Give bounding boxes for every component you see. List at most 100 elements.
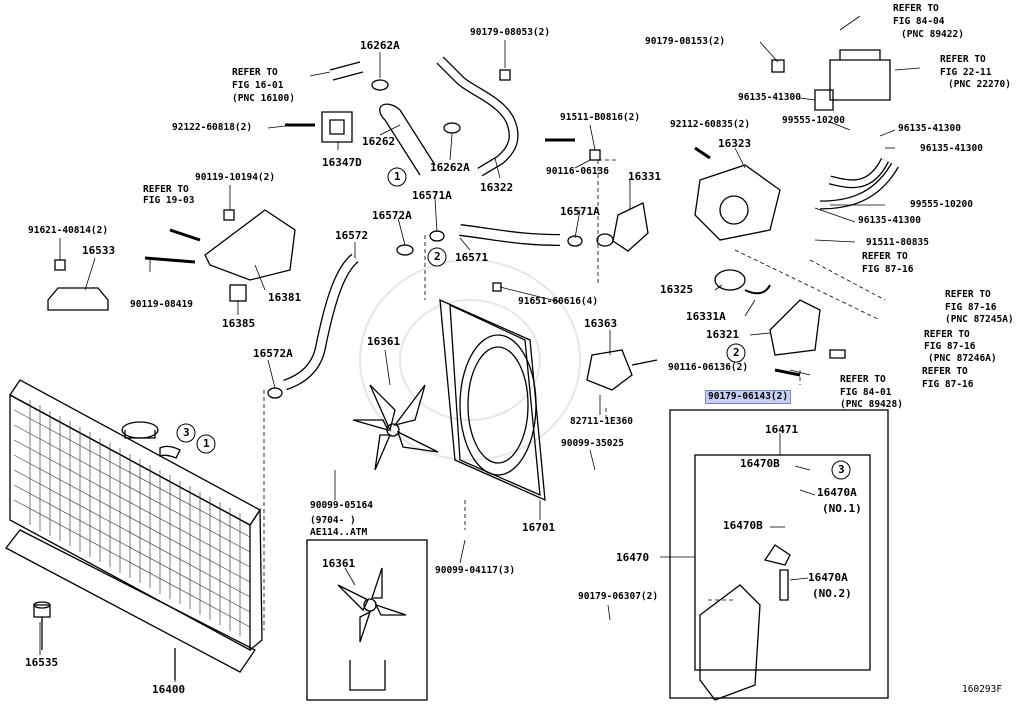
inset-fan-drawing [337, 567, 407, 691]
bolts-drawing [54, 59, 801, 377]
part-label-16701[interactable]: 16701 [522, 521, 556, 534]
note-model-year: (9704- ) [310, 515, 356, 526]
refer-22-11-line2: FIG 22-11 [940, 67, 992, 78]
refer-87-16-b-line2: FIG 87-16 [945, 302, 997, 313]
refer-84-01-line3: (PNC 89428) [840, 399, 903, 410]
part-label-16470a-b[interactable]: 16470A [808, 571, 848, 584]
part-label-99555-10200-b[interactable]: 99555-10200 [910, 199, 973, 210]
part-label-16325[interactable]: 16325 [660, 283, 694, 296]
part-label-96135-41300-c[interactable]: 96135-41300 [920, 143, 983, 154]
refer-87-16-b-line3: (PNC 87245A) [945, 314, 1014, 325]
part-label-16262[interactable]: 16262 [362, 135, 396, 148]
part-label-16470a-a[interactable]: 16470A [817, 486, 857, 499]
part-label-16470a-b-note: (NO.2) [812, 587, 852, 600]
part-label-92112-60835[interactable]: 92112-60835(2) [670, 119, 751, 130]
refer-84-04-line1: REFER TO [893, 3, 939, 14]
part-label-16572a-b[interactable]: 16572A [253, 347, 293, 360]
cushion-drawing [229, 284, 247, 302]
part-label-16323[interactable]: 16323 [718, 137, 752, 150]
part-label-16385[interactable]: 16385 [222, 317, 256, 330]
part-label-96135-41300-a[interactable]: 96135-41300 [738, 92, 801, 103]
part-label-16571a-a[interactable]: 16571A [412, 189, 452, 202]
refer-84-04-line3: (PNC 89422) [901, 29, 964, 40]
part-label-16347d[interactable]: 16347D [322, 156, 362, 169]
callout-1-a: 1 [394, 170, 401, 183]
leader-lines [39, 15, 921, 682]
part-label-16470b-a[interactable]: 16470B [740, 457, 780, 470]
figure-code: 160293F [962, 684, 1003, 695]
callout-1-b: 1 [203, 437, 210, 450]
part-label-16361-a[interactable]: 16361 [367, 335, 401, 348]
water-outlet-drawing [612, 202, 649, 252]
part-label-16571a-b[interactable]: 16571A [560, 205, 600, 218]
part-label-90119-10194[interactable]: 90119-10194(2) [195, 172, 276, 183]
part-label-16363[interactable]: 16363 [584, 317, 618, 330]
thermostat-drawing [714, 269, 746, 291]
part-label-90179-08053[interactable]: 90179-08053(2) [470, 27, 551, 38]
part-label-90116-06136-a[interactable]: 90116-06136 [546, 166, 609, 177]
callout-3-a: 3 [183, 426, 190, 439]
reserve-tank-drawing [669, 409, 889, 701]
refer-16-01-line2: FIG 16-01 [232, 80, 284, 91]
refer-87-16-d-line1: REFER TO [922, 366, 968, 377]
refer-16-01-line1: REFER TO [232, 67, 278, 78]
part-label-91511-b0816[interactable]: 91511-B0816(2) [560, 112, 641, 123]
part-label-90179-06143-highlighted[interactable]: 90179-06143(2) [704, 390, 792, 404]
refer-87-16-a-line2: FIG 87-16 [862, 264, 914, 275]
part-label-16400[interactable]: 16400 [152, 683, 186, 696]
part-label-16470[interactable]: 16470 [616, 551, 650, 564]
part-label-96135-41300-d[interactable]: 96135-41300 [858, 215, 921, 226]
refer-16-01-line3: (PNC 16100) [232, 93, 295, 104]
refer-84-04-line2: FIG 84-04 [893, 16, 945, 27]
part-label-16571[interactable]: 16571 [455, 251, 489, 264]
dashed-guides [263, 159, 886, 630]
part-label-91621-40814[interactable]: 91621-40814(2) [28, 225, 109, 236]
radiator-drawing [5, 379, 263, 680]
part-label-16262a-top[interactable]: 16262A [360, 39, 400, 52]
part-label-90116-06136-b[interactable]: 90116-06136(2) [668, 362, 749, 373]
part-label-16331[interactable]: 16331 [628, 170, 662, 183]
refer-87-16-b-line1: REFER TO [945, 289, 991, 300]
callout-3-b: 3 [838, 463, 845, 476]
fan-motor-drawing [586, 349, 658, 391]
part-label-16533[interactable]: 16533 [82, 244, 116, 257]
refer-22-11-line3: (PNC 22270) [948, 79, 1011, 90]
part-label-16572a-a[interactable]: 16572A [372, 209, 412, 222]
part-label-16471[interactable]: 16471 [765, 423, 799, 436]
part-label-96135-41300-b[interactable]: 96135-41300 [898, 123, 961, 134]
part-label-16361-b[interactable]: 16361 [322, 557, 356, 570]
part-label-90119-08419[interactable]: 90119-08419 [130, 299, 193, 310]
fan-drawing [352, 384, 439, 471]
bracket-drawing [204, 209, 296, 281]
part-label-90179-08153[interactable]: 90179-08153(2) [645, 36, 726, 47]
part-label-90099-35025[interactable]: 90099-35025 [561, 438, 624, 449]
refer-87-16-c-line3: (PNC 87246A) [928, 353, 997, 364]
callout-2-a: 2 [434, 250, 441, 263]
part-label-16470a-a-note: (NO.1) [822, 502, 862, 515]
part-label-16572[interactable]: 16572 [335, 229, 369, 242]
part-label-16322[interactable]: 16322 [480, 181, 514, 194]
part-label-91651-60616[interactable]: 91651-60616(4) [518, 296, 599, 307]
part-label-16321[interactable]: 16321 [706, 328, 740, 341]
callout-circles [176, 167, 851, 480]
note-model-ae114-atm: AE114..ATM [310, 527, 368, 538]
part-label-90099-05164[interactable]: 90099-05164 [310, 500, 373, 511]
part-label-16470b-b[interactable]: 16470B [723, 519, 763, 532]
part-label-16262a-mid[interactable]: 16262A [430, 161, 470, 174]
part-label-92122-60818[interactable]: 92122-60818(2) [172, 122, 253, 133]
stay-drawing [47, 287, 109, 311]
part-label-16331a[interactable]: 16331A [686, 310, 726, 323]
water-inlet-housing-drawing [694, 164, 781, 241]
water-inlet-drawing [769, 299, 821, 356]
refer-84-01-line2: FIG 84-01 [840, 387, 892, 398]
vacuum-switch-drawing [814, 49, 891, 111]
part-label-91511-80835[interactable]: 91511-80835 [866, 237, 929, 248]
part-label-16381[interactable]: 16381 [268, 291, 302, 304]
part-label-90099-04117[interactable]: 90099-04117(3) [435, 565, 516, 576]
part-label-99555-10200-a[interactable]: 99555-10200 [782, 115, 845, 126]
part-label-90179-06307[interactable]: 90179-06307(2) [578, 591, 659, 602]
part-label-82711-1e360[interactable]: 82711-1E360 [570, 416, 633, 427]
refer-87-16-c-line2: FIG 87-16 [924, 341, 976, 352]
part-label-16535[interactable]: 16535 [25, 656, 59, 669]
